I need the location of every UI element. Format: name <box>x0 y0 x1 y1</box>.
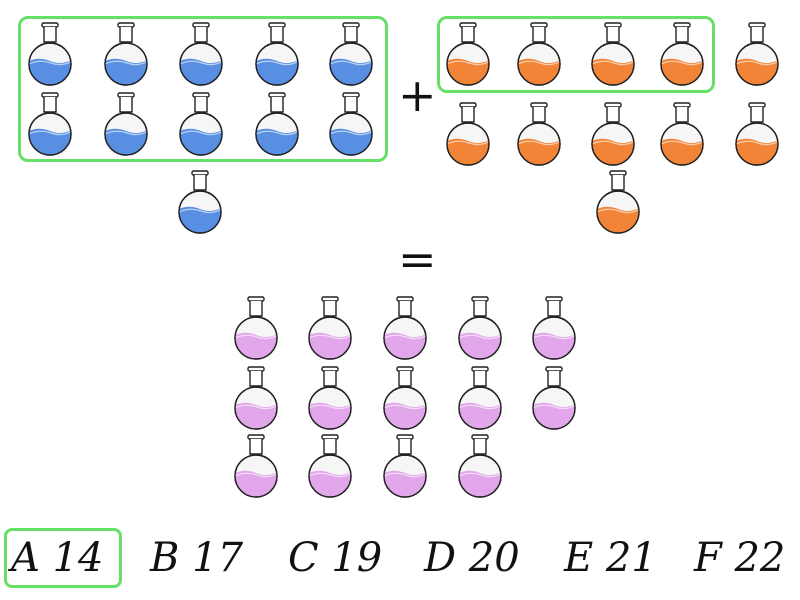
option-c[interactable]: C 19 <box>288 528 382 588</box>
blue-flask <box>250 92 304 158</box>
option-value: 14 <box>52 535 104 581</box>
orange-flask <box>512 22 566 88</box>
option-f[interactable]: F 22 <box>694 528 785 588</box>
pink-flask <box>453 434 507 500</box>
orange-group-box <box>437 16 715 93</box>
option-value: 19 <box>331 535 383 581</box>
option-e[interactable]: E 21 <box>564 528 657 588</box>
blue-flask <box>99 22 153 88</box>
orange-flask <box>512 102 566 168</box>
pink-flask <box>378 434 432 500</box>
blue-flask <box>324 22 378 88</box>
option-d[interactable]: D 20 <box>424 528 520 588</box>
blue-flask <box>174 92 228 158</box>
blue-flask <box>23 22 77 88</box>
blue-flask <box>174 22 228 88</box>
pink-flask <box>303 434 357 500</box>
orange-flask <box>441 22 495 88</box>
pink-flask <box>229 296 283 362</box>
pink-flask <box>303 296 357 362</box>
plus-sign: + <box>398 68 437 122</box>
blue-group-box <box>18 16 388 162</box>
option-value: 22 <box>734 535 786 581</box>
pink-flask <box>527 296 581 362</box>
orange-flask <box>591 170 645 236</box>
pink-flask <box>453 366 507 432</box>
option-value: 21 <box>605 535 657 581</box>
pink-flask <box>303 366 357 432</box>
option-letter: D <box>424 535 457 581</box>
pink-flask <box>229 366 283 432</box>
orange-flask <box>655 22 709 88</box>
blue-flask <box>173 170 227 236</box>
equals-sign: = <box>398 232 437 286</box>
option-a[interactable]: A 14 <box>4 528 122 588</box>
option-value: 20 <box>468 535 520 581</box>
blue-flask <box>250 22 304 88</box>
option-letter: A <box>11 535 40 581</box>
pink-flask <box>378 366 432 432</box>
option-letter: C <box>288 535 319 581</box>
pink-flask <box>378 296 432 362</box>
orange-flask <box>441 102 495 168</box>
option-letter: B <box>150 535 180 581</box>
orange-flask <box>655 102 709 168</box>
blue-flask <box>99 92 153 158</box>
option-b[interactable]: B 17 <box>150 528 243 588</box>
blue-flask <box>324 92 378 158</box>
pink-flask <box>527 366 581 432</box>
orange-flask <box>730 22 784 88</box>
orange-flask <box>586 102 640 168</box>
blue-flask <box>23 92 77 158</box>
orange-flask <box>586 22 640 88</box>
pink-flask <box>229 434 283 500</box>
orange-flask <box>730 102 784 168</box>
option-letter: F <box>694 535 722 581</box>
pink-flask <box>453 296 507 362</box>
option-value: 17 <box>192 535 244 581</box>
option-letter: E <box>564 535 594 581</box>
